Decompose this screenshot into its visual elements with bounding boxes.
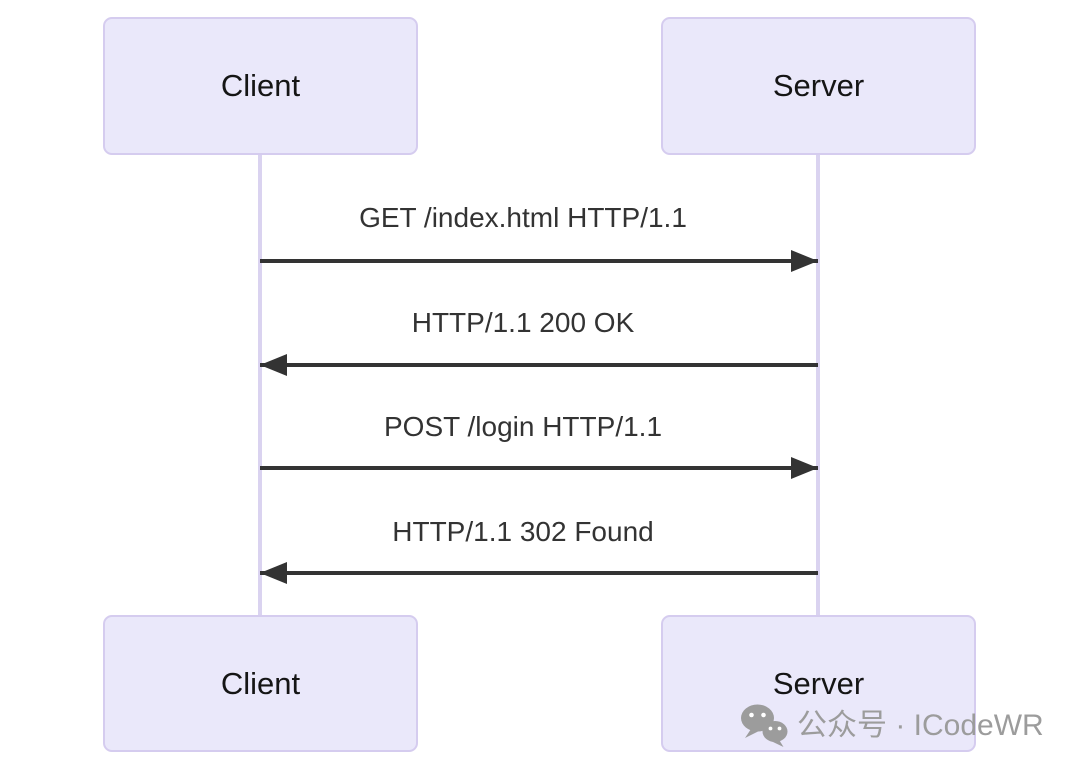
actor-box-server-bottom: Server bbox=[661, 615, 976, 752]
lifeline-server bbox=[816, 154, 820, 616]
message-arrow-1 bbox=[260, 259, 818, 263]
arrowhead-right-icon bbox=[791, 457, 818, 479]
lifeline-client bbox=[258, 154, 262, 616]
actor-label-server: Server bbox=[772, 68, 865, 103]
actor-label-client: Client bbox=[220, 665, 301, 701]
message-arrow-3 bbox=[260, 466, 818, 470]
arrowhead-left-icon bbox=[260, 354, 287, 376]
message-label-4: HTTP/1.1 302 Found bbox=[392, 516, 654, 547]
message-arrow-2 bbox=[260, 363, 818, 367]
wechat-icon bbox=[740, 704, 788, 747]
actor-box-client-top: Client bbox=[103, 17, 418, 155]
message-arrow-4 bbox=[260, 571, 818, 575]
message-label-1: GET /index.html HTTP/1.1 bbox=[359, 202, 687, 233]
message-label-3: POST /login HTTP/1.1 bbox=[383, 411, 663, 442]
watermark-text: 公众号 · ICodeWR bbox=[797, 708, 1044, 742]
arrowhead-left-icon bbox=[260, 562, 287, 584]
actor-label-server: Server bbox=[772, 665, 865, 701]
actor-box-server-top: Server bbox=[661, 17, 976, 155]
arrowhead-right-icon bbox=[791, 250, 818, 272]
actor-label-client: Client bbox=[220, 68, 301, 103]
watermark: 公众号 · ICodeWR bbox=[740, 704, 1044, 747]
actor-box-client-bottom: Client bbox=[103, 615, 418, 752]
message-label-2: HTTP/1.1 200 OK bbox=[411, 307, 635, 338]
